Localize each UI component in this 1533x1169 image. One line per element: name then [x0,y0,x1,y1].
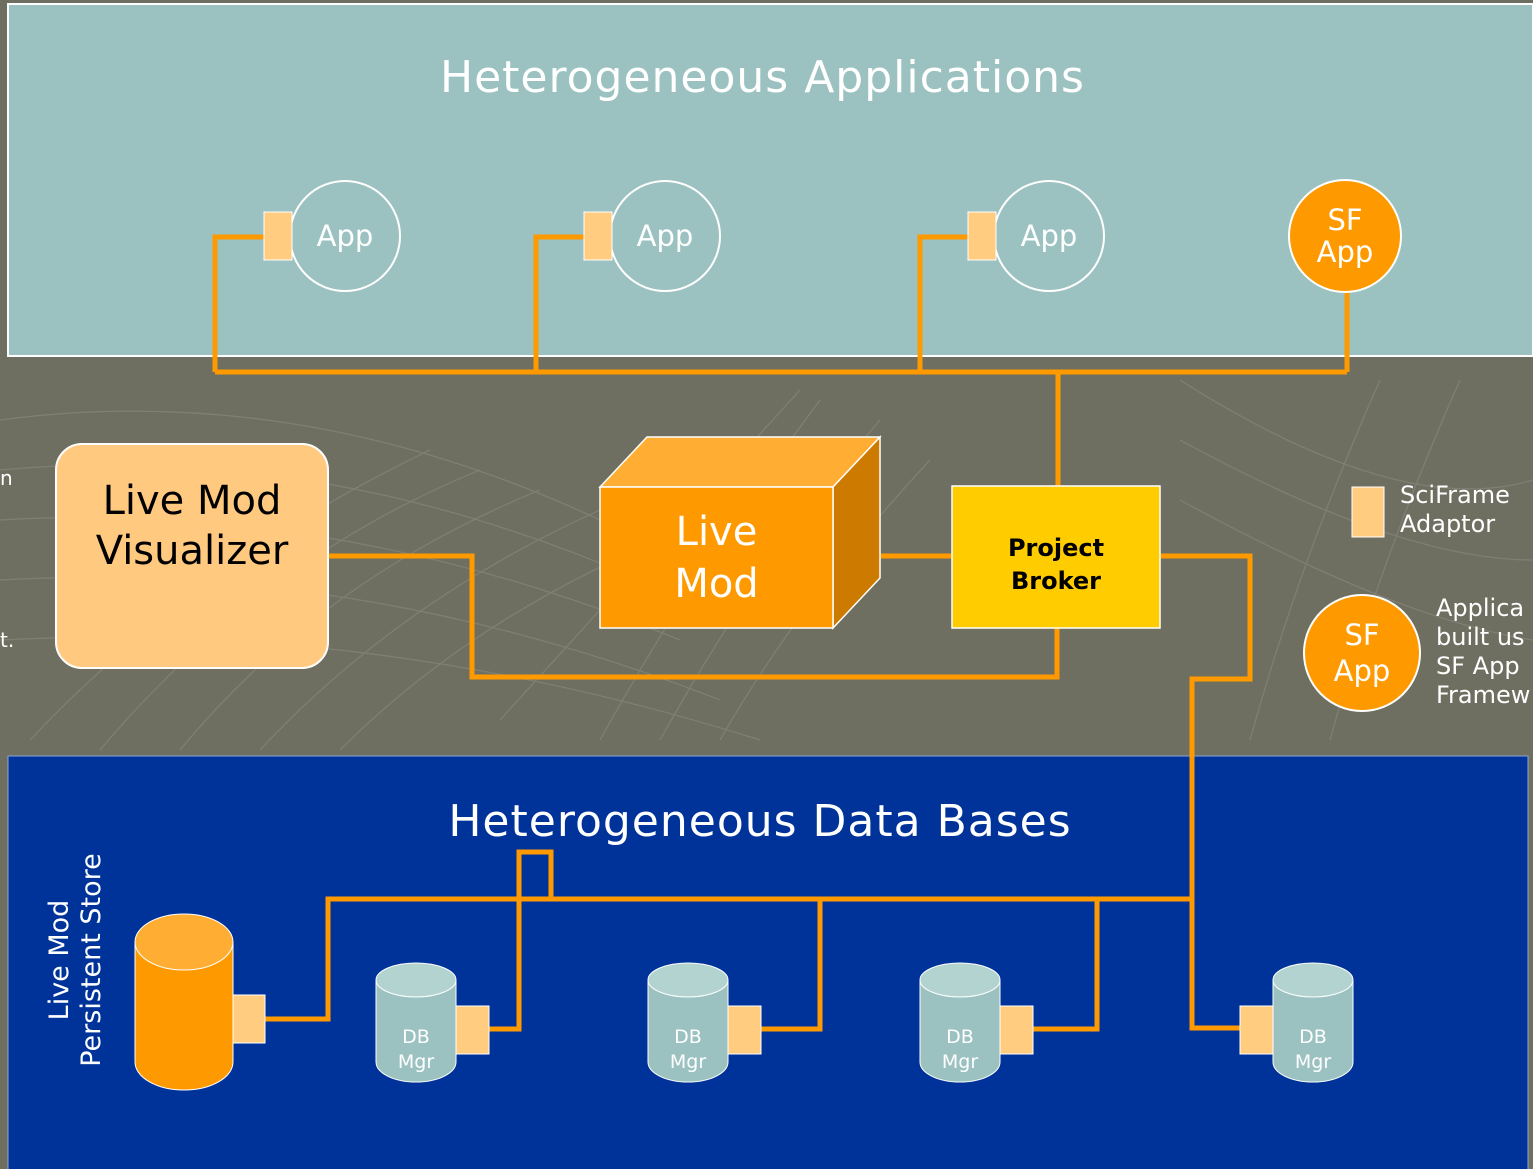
legend-adaptor-label: SciFrame Adaptor [1400,481,1510,538]
persistent-store-cylinder [134,913,234,1091]
db-mgr-label-3: DB Mgr [941,1026,979,1073]
db-adaptor-1 [455,1005,490,1055]
visualizer-box [55,443,329,669]
broker-label: Project Broker [1007,534,1105,595]
db-cylinder-4 [1272,962,1354,1083]
left-edge-fragment-2: t. [0,628,15,652]
db-mgr-label-2: DB Mgr [669,1026,707,1073]
legend-sf-app-description: Applica built us SF App Framew [1436,594,1531,709]
app-label-1: App [316,219,374,253]
live-mod-label: Live Mod [674,509,759,607]
db-cylinder-1 [375,962,457,1083]
visualizer-label: Live Mod Visualizer [95,478,289,574]
legend-sf-app-circle [1303,594,1421,712]
left-edge-fragment-1: n [0,466,13,490]
db-mgr-label-4: DB Mgr [1294,1026,1332,1073]
store-adaptor [232,994,266,1044]
db-cylinder-3 [919,962,1001,1083]
app-label-2: App [636,219,694,253]
adaptor-1 [263,211,293,261]
sf-app-circle [1288,179,1402,293]
app-nodes [263,179,1402,293]
db-cylinder-2 [647,962,729,1083]
app-label-3: App [1020,219,1078,253]
live-mod-cube [598,435,882,630]
db-mgr-label-1: DB Mgr [397,1026,435,1073]
applications-title: Heterogeneous Applications [440,52,1085,103]
db-cylinders [375,962,1354,1083]
adaptor-2 [583,211,613,261]
db-adaptor-2 [727,1005,762,1055]
db-adaptor-4 [1239,1005,1274,1055]
legend-adaptor-swatch [1351,486,1385,538]
sf-app-label: SF App [1316,203,1374,269]
connector-lines [212,234,1350,1032]
persistent-store-label: Live Mod Persistent Store [44,853,107,1067]
applications-panel [7,3,1533,357]
broker-box [951,485,1161,629]
databases-panel [7,755,1529,1169]
adaptor-3 [967,211,997,261]
db-adaptor-3 [999,1005,1034,1055]
databases-title: Heterogeneous Data Bases [448,796,1072,847]
legend-sf-app-label: SF App [1333,618,1391,688]
